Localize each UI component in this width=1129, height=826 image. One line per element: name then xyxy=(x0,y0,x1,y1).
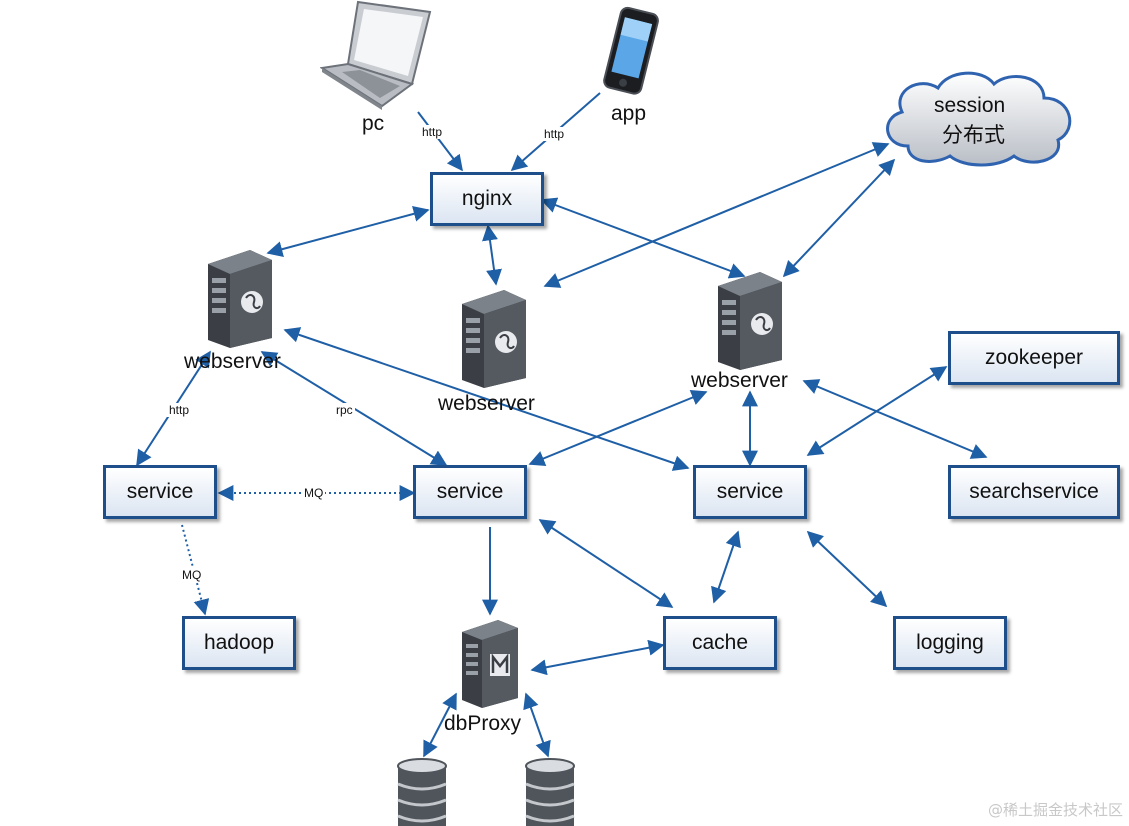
app-http-label: http xyxy=(542,127,567,141)
edge-cache-dbproxy xyxy=(530,639,665,676)
web-server-icon xyxy=(208,250,272,348)
edge-webserver-right-session xyxy=(782,158,896,278)
mq-vertical-label: MQ xyxy=(180,568,204,582)
database-proxy-server-icon xyxy=(462,620,518,708)
webserver-rpc-label: rpc xyxy=(334,403,355,417)
webserver-http-label: http xyxy=(167,403,192,417)
searchservice-box: searchservice xyxy=(948,465,1120,519)
service-right-box: service xyxy=(693,465,807,519)
hadoop-box: hadoop xyxy=(182,616,296,670)
service-left-box: service xyxy=(103,465,217,519)
session-label-line2: 分布式 xyxy=(942,123,1005,147)
web-server-icon xyxy=(462,290,526,388)
pc-label: pc xyxy=(362,112,385,135)
cloud-icon xyxy=(886,71,1072,167)
webserver-right-label: webserver xyxy=(691,369,788,392)
edge-dbproxy-db-left xyxy=(423,692,457,758)
web-server-icon xyxy=(718,272,782,370)
pc-http-label: http xyxy=(420,125,445,139)
smartphone-icon xyxy=(603,6,659,95)
session-label-line1: session xyxy=(934,94,1006,117)
edge-webserver-right-searchservice xyxy=(802,379,988,459)
edge-nginx-webserver-mid xyxy=(482,224,502,286)
service-middle-box: service xyxy=(413,465,527,519)
edge-nginx-webserver-left xyxy=(266,206,430,257)
app-label: app xyxy=(611,102,647,125)
nginx-box: nginx xyxy=(430,172,544,226)
mq-horizontal-label: MQ xyxy=(302,486,326,500)
dbproxy-label: dbProxy xyxy=(444,712,522,735)
edge-service-right-cache xyxy=(711,530,741,604)
edge-dbproxy-db-right xyxy=(523,692,551,758)
webserver-middle-label: webserver xyxy=(438,392,535,415)
logging-box: logging xyxy=(893,616,1007,670)
cache-box: cache xyxy=(663,616,777,670)
laptop-icon xyxy=(320,0,432,110)
edge-webserver-right-service-mid xyxy=(528,390,708,466)
database-icon xyxy=(397,758,447,826)
edge-service-mid-cache xyxy=(538,519,674,608)
watermark: @稀土掘金技术社区 xyxy=(987,801,1123,819)
webserver-left-label: webserver xyxy=(184,350,281,373)
zookeeper-box: zookeeper xyxy=(948,331,1120,385)
edge-nginx-webserver-right xyxy=(540,197,746,279)
database-icon xyxy=(525,758,575,826)
edge-pc-nginx xyxy=(417,111,463,172)
edge-service-right-logging xyxy=(806,530,888,608)
